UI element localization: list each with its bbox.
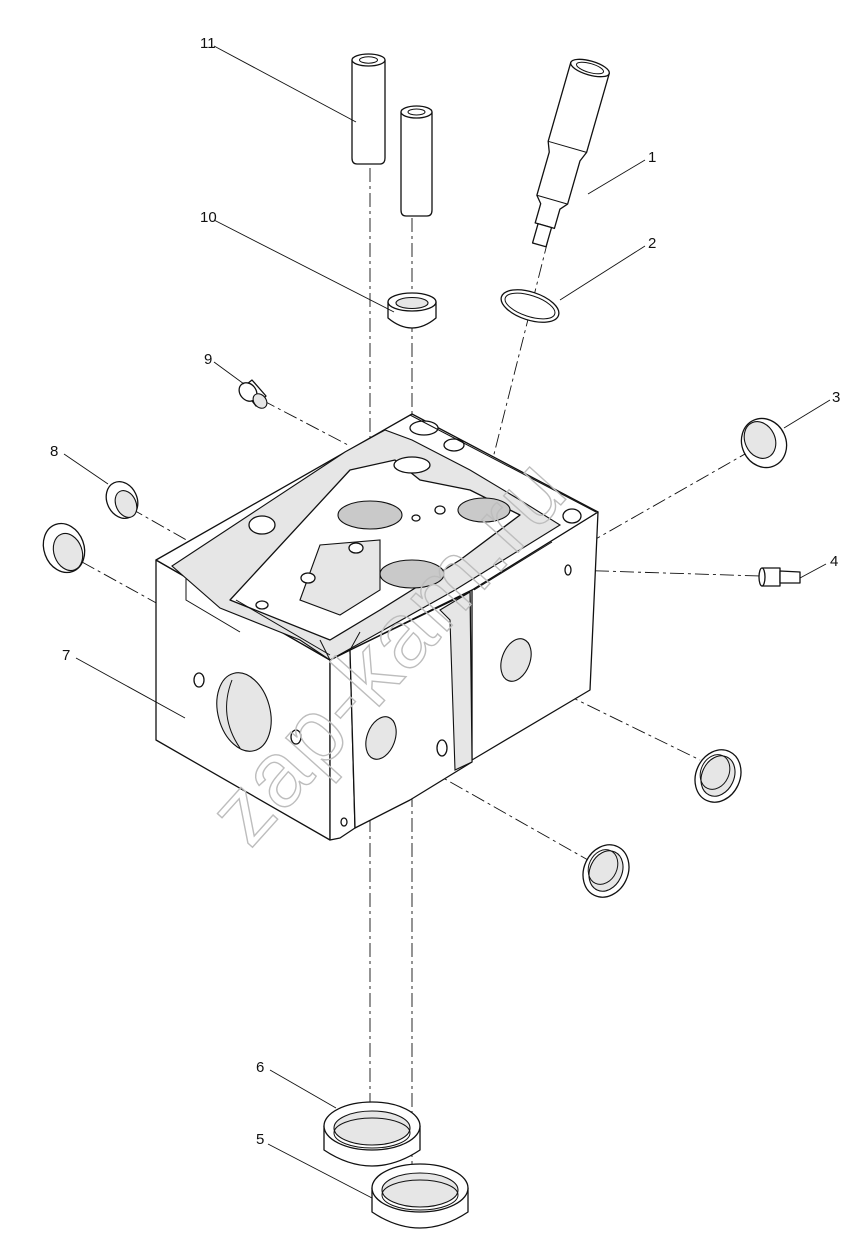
dowel-pin <box>758 567 801 587</box>
callout-4: 4 <box>830 553 838 570</box>
callout-8: 8 <box>50 443 58 460</box>
cylinder-head <box>155 413 599 841</box>
callout-6: 6 <box>256 1059 264 1076</box>
valve-stem-seal <box>387 292 437 329</box>
plug-large-left <box>42 522 86 574</box>
callout-10: 10 <box>200 209 217 226</box>
callout-2: 2 <box>648 235 656 252</box>
callout-5: 5 <box>256 1131 264 1148</box>
callout-1: 1 <box>648 149 656 166</box>
valve-guide <box>351 53 433 217</box>
side-ring-lower <box>582 844 630 898</box>
injector-sleeve <box>531 58 610 248</box>
side-ring-right <box>694 749 742 803</box>
callout-11: 11 <box>200 35 216 52</box>
callout-9: 9 <box>204 351 212 368</box>
callout-7: 7 <box>62 647 70 664</box>
o-ring <box>500 289 560 323</box>
leader-lines <box>63 45 831 1199</box>
valve-seat-insert-exhaust <box>371 1163 469 1229</box>
valve-seat-insert-intake <box>323 1101 421 1167</box>
callout-labels: 1 2 3 4 5 6 7 8 9 10 11 <box>50 35 840 1148</box>
plug-top <box>238 379 268 409</box>
plug-small-left <box>105 481 139 519</box>
callout-3: 3 <box>832 389 840 406</box>
plug-right <box>740 417 788 469</box>
